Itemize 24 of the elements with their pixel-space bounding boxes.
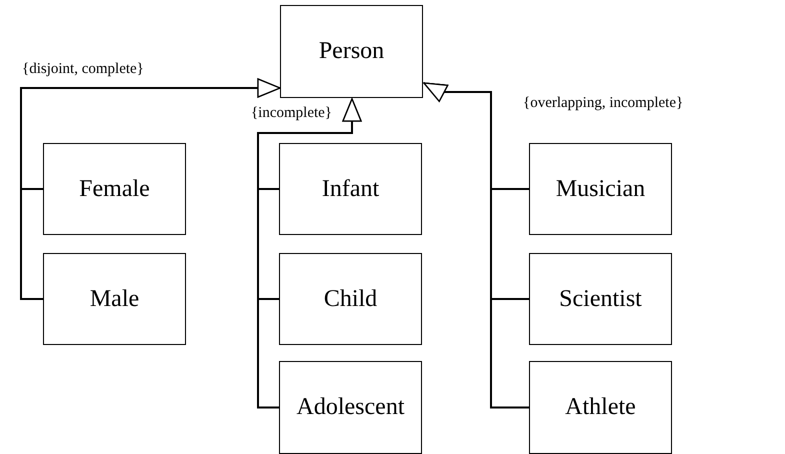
class-name: Male (90, 286, 140, 312)
class-name: Adolescent (296, 394, 404, 421)
class-name: Athlete (565, 394, 636, 421)
class-box (280, 5, 423, 98)
class-box (529, 143, 672, 235)
class-box (43, 143, 186, 235)
class-name: Child (324, 286, 378, 312)
class-name: Infant (322, 176, 380, 202)
generalization-arrow (423, 82, 529, 408)
class-name: Scientist (559, 286, 642, 312)
class-box (279, 361, 422, 454)
generalization-arrow (257, 98, 362, 408)
class-box (529, 253, 672, 345)
class-box (279, 253, 422, 345)
constraint-label: {incomplete} (250, 105, 332, 122)
class-box (279, 143, 422, 235)
constraint-label: {overlapping, incomplete} (523, 95, 684, 112)
class-name: Person (318, 38, 384, 65)
constraint-label: {disjoint, complete} (22, 61, 144, 78)
class-name: Musician (556, 176, 646, 202)
class-box (43, 253, 186, 345)
class-box (529, 361, 672, 454)
generalization-arrow (20, 78, 281, 300)
class-name: Female (79, 176, 150, 202)
